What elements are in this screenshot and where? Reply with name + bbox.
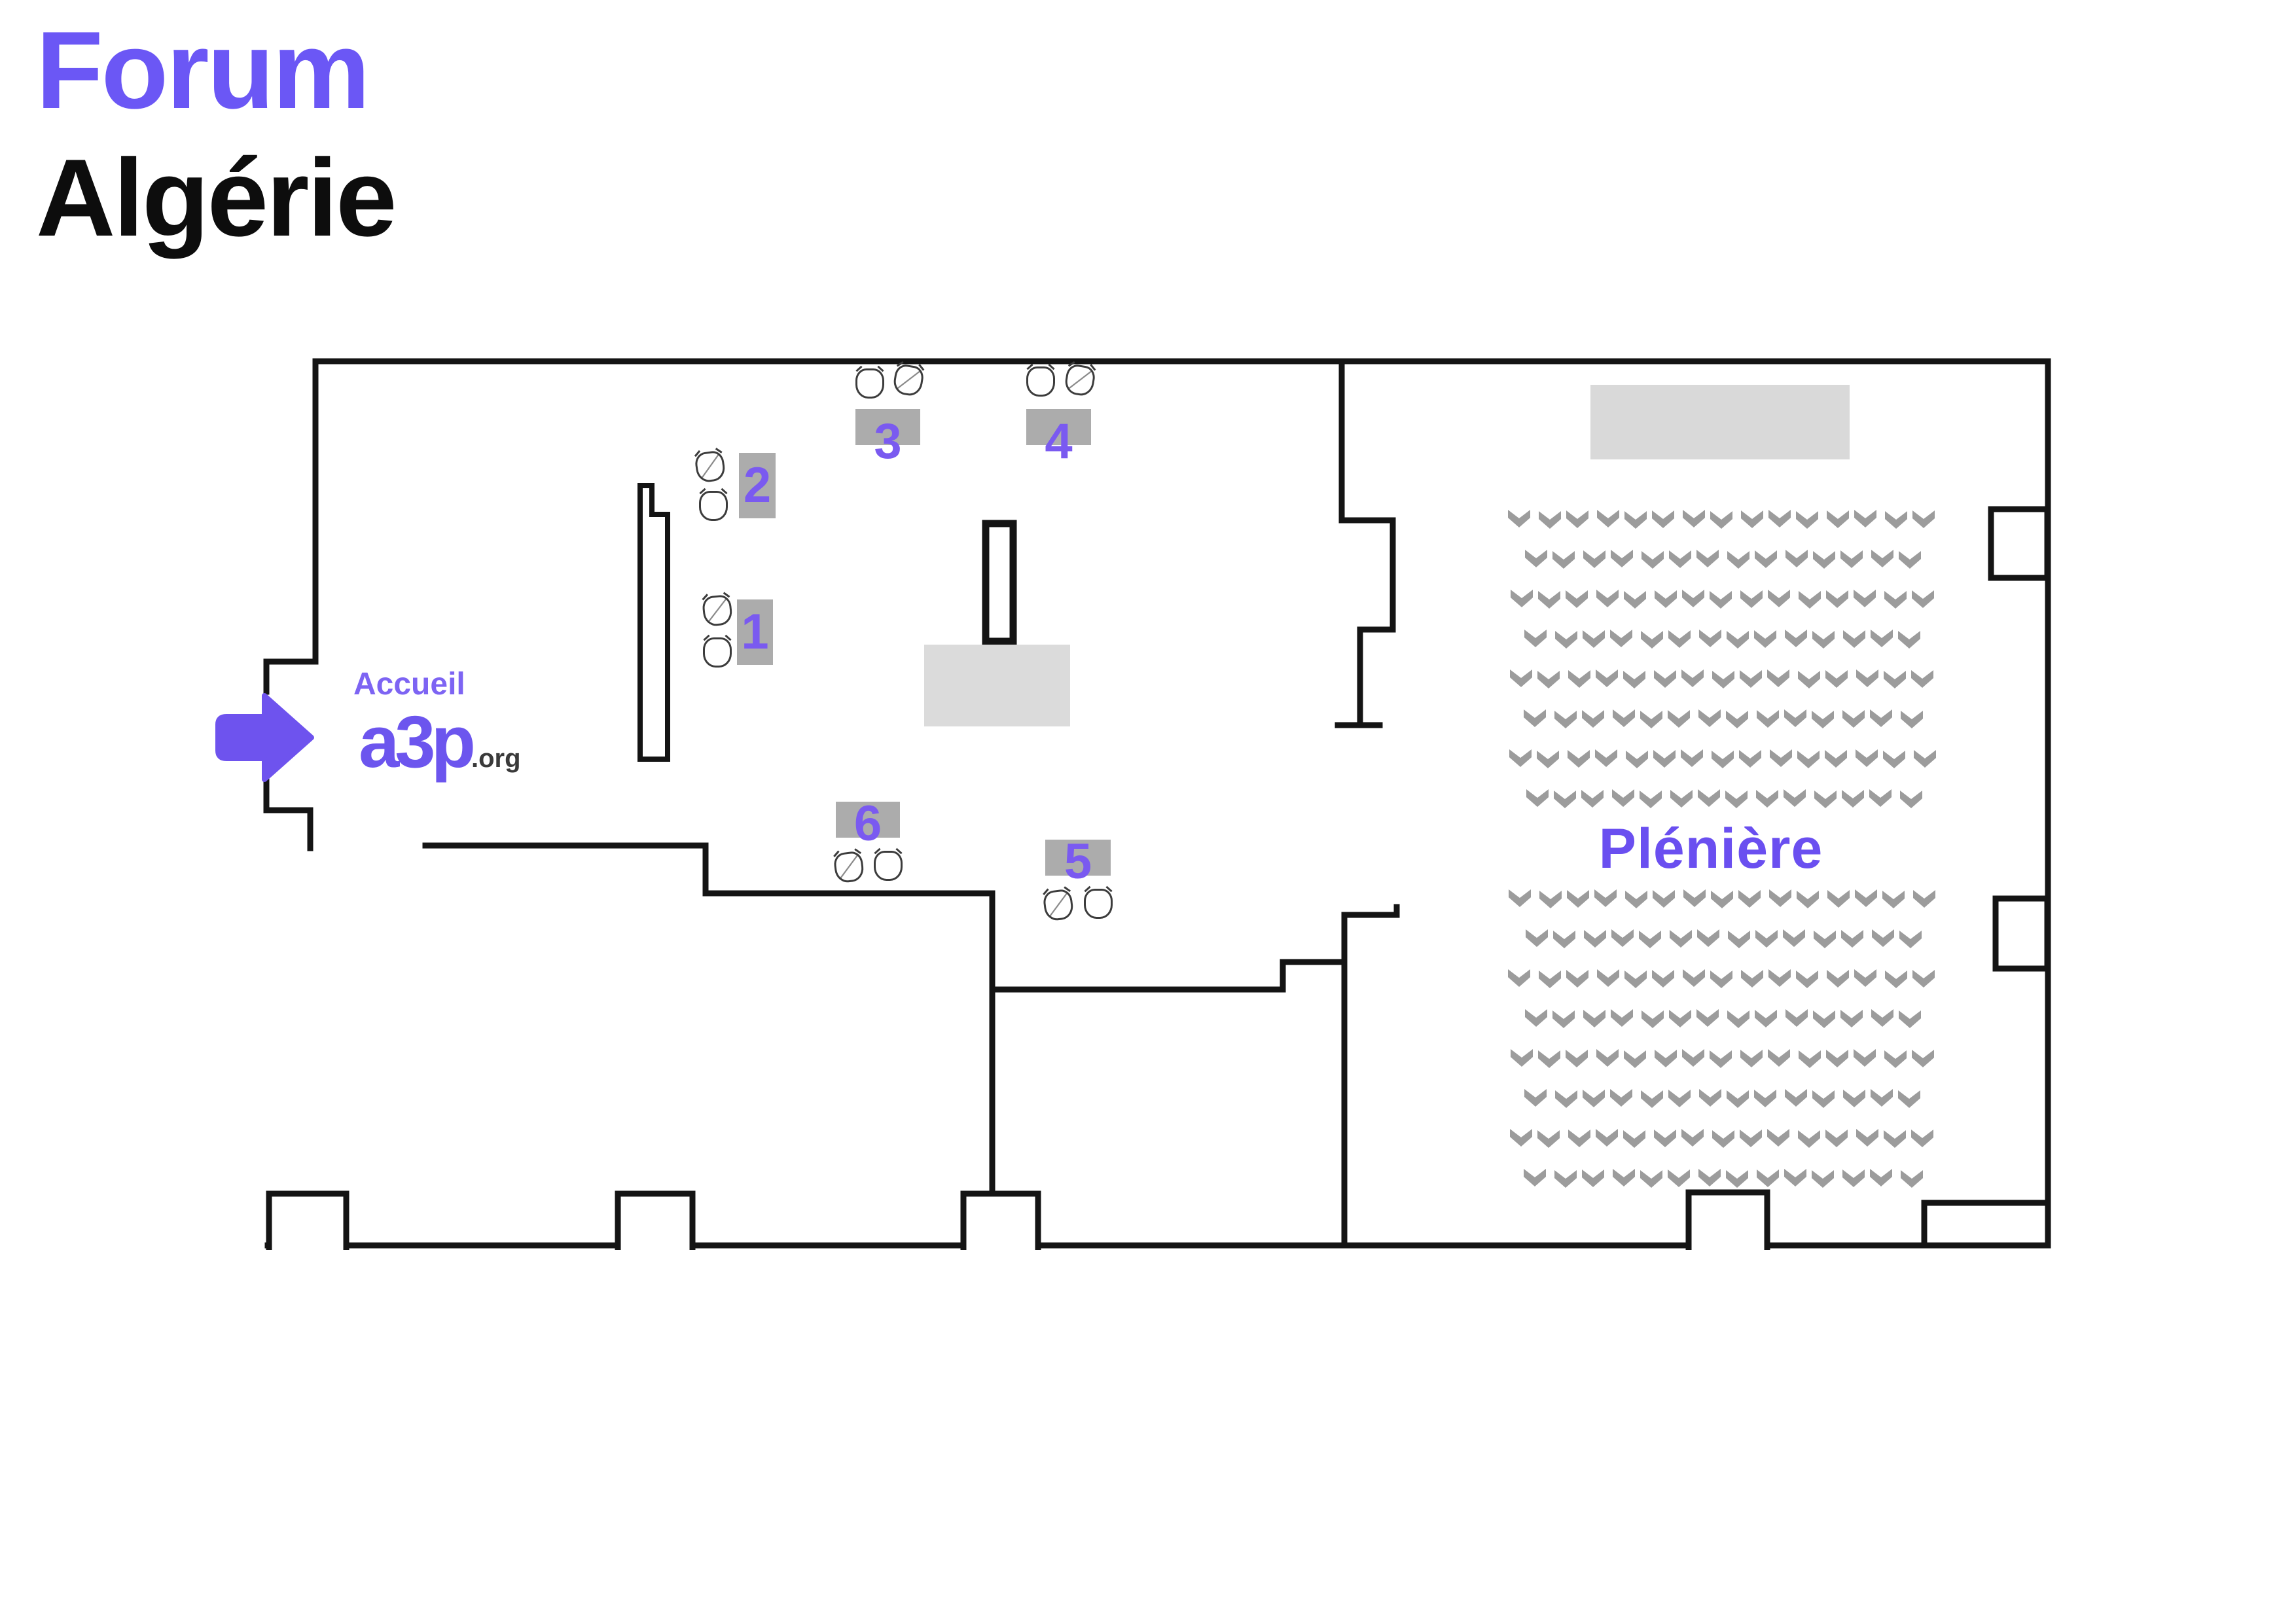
page-title: Forum Algérie	[36, 7, 397, 262]
bottom-door-1	[266, 1190, 350, 1250]
page-title-line1: Forum	[36, 9, 370, 132]
interior-wall-left	[422, 842, 996, 1201]
station-6: 6	[836, 798, 900, 848]
bottom-door-4	[1685, 1189, 1770, 1250]
accueil-label: Accueil	[353, 667, 465, 702]
station-3-chair-1	[855, 368, 884, 399]
station-6-chair-2	[874, 851, 903, 881]
station-4: 4	[1026, 409, 1091, 466]
station-5-chair-2	[1084, 889, 1113, 919]
a3p-logo-suffix: .org	[471, 744, 521, 773]
a3p-logo: a3p.org	[359, 705, 521, 779]
station-2-chair-2	[699, 491, 728, 521]
station-1-chair-2	[703, 637, 732, 668]
stage-area	[1590, 385, 1850, 459]
right-door-upper	[1988, 506, 2051, 581]
entrance-arrow-icon	[215, 693, 314, 782]
bottom-door-3	[960, 1190, 1041, 1250]
entrance-notch-upper	[263, 658, 319, 695]
bottom-door-2	[615, 1190, 696, 1250]
station-number-1: 1	[741, 604, 769, 660]
divider-wall-upper	[1338, 358, 1396, 727]
station-4-chair-1	[1026, 366, 1055, 397]
interior-wall-middle-room	[989, 959, 1348, 993]
station-2: 2	[739, 453, 776, 518]
right-door-lower	[1992, 895, 2051, 972]
page-title-line2: Algérie	[36, 135, 397, 259]
station-number-3: 3	[874, 413, 902, 469]
outer-wall	[312, 358, 2051, 1249]
bottom-right-step	[1921, 1200, 2051, 1249]
station-number-5: 5	[1064, 833, 1092, 889]
station-number-2: 2	[743, 457, 772, 513]
station-5: 5	[1045, 836, 1111, 886]
station-number-6: 6	[853, 795, 882, 851]
station-number-4: 4	[1045, 413, 1073, 469]
lectern-desk	[982, 520, 1017, 645]
station-1: 1	[737, 599, 773, 665]
plenary-label: Plénière	[1598, 817, 1823, 880]
partition-panel	[637, 483, 670, 762]
divider-wall-lower	[1341, 904, 1400, 1249]
station-3: 3	[855, 409, 920, 466]
central-table	[924, 645, 1070, 726]
entrance-notch-lower	[263, 777, 314, 851]
a3p-logo-text: a3p	[359, 701, 476, 783]
